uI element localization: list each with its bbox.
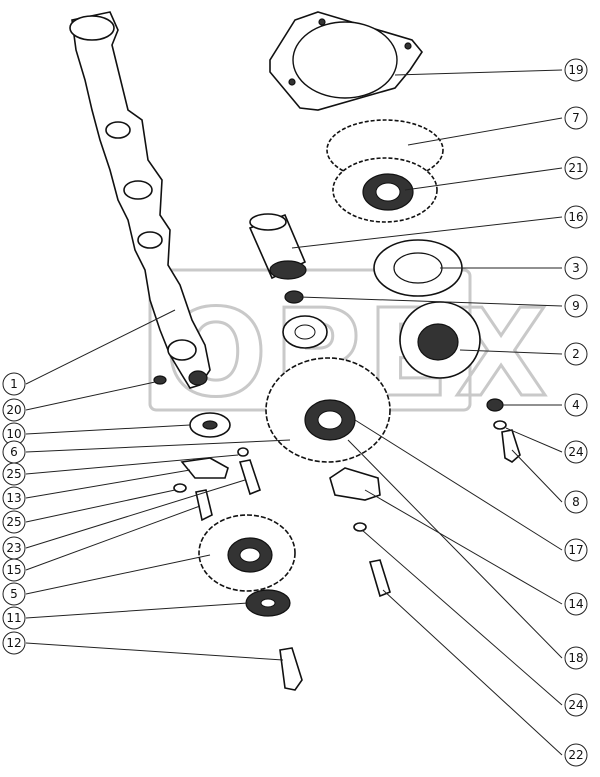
callout-circle: [2, 372, 26, 396]
bushing-part-16: [248, 213, 307, 280]
callout-c2: 2: [564, 342, 588, 366]
callout-circle: [2, 462, 26, 486]
callout-c24a: 24: [564, 440, 588, 464]
callout-label: 25: [6, 467, 21, 481]
callout-label: 4: [572, 398, 580, 412]
callout-c24b: 24: [564, 693, 588, 717]
callout-c7: 7: [564, 106, 588, 130]
callout-circle: [2, 486, 26, 510]
callout-c22: 22: [564, 743, 588, 767]
callout-circle: [2, 606, 26, 630]
callout-c16: 16: [564, 205, 588, 229]
callout-c25a: 25: [2, 462, 26, 486]
ring-plate-part-3: [373, 239, 463, 297]
gear-part-7: [326, 119, 444, 223]
callout-c19: 19: [564, 58, 588, 82]
callout-label: 17: [568, 543, 583, 557]
callout-circle: [564, 156, 588, 180]
callout-circle: [564, 490, 588, 514]
callout-label: 7: [572, 111, 580, 125]
callout-label: 10: [6, 427, 21, 441]
callout-circle: [564, 743, 588, 767]
callout-c4: 4: [564, 393, 588, 417]
callout-circle: [2, 582, 26, 606]
callout-label: 19: [568, 63, 583, 77]
washer-part-11: [245, 589, 291, 617]
callout-c8: 8: [564, 490, 588, 514]
callout-c20: 20: [2, 398, 26, 422]
callout-label: 3: [572, 261, 580, 275]
callout-label: 16: [568, 210, 583, 224]
callout-circle: [564, 58, 588, 82]
gear-part-17: [265, 357, 391, 463]
callout-circle: [564, 592, 588, 616]
callout-label: 21: [568, 161, 583, 175]
callout-label: 9: [572, 299, 580, 313]
callout-c10: 10: [2, 422, 26, 446]
washer-part: [282, 315, 328, 349]
callout-label: 15: [6, 563, 21, 577]
callout-circle: [2, 558, 26, 582]
callout-label: 1: [10, 377, 18, 391]
callout-circle: [564, 538, 588, 562]
callout-c17: 17: [564, 538, 588, 562]
callout-c14: 14: [564, 592, 588, 616]
callout-label: 25: [6, 515, 21, 529]
callout-circle: [2, 510, 26, 534]
callout-label: 20: [6, 403, 21, 417]
callout-label: 2: [572, 347, 580, 361]
callout-c15: 15: [2, 558, 26, 582]
callout-label: 24: [568, 445, 583, 459]
callout-circle: [564, 256, 588, 280]
bolt-part-12: [279, 647, 303, 691]
callout-c3: 3: [564, 256, 588, 280]
callout-label: 18: [568, 651, 583, 665]
callout-circle: [2, 398, 26, 422]
callout-circle: [564, 440, 588, 464]
callout-c18: 18: [564, 646, 588, 670]
lock-plate-part-14: [329, 467, 381, 501]
callout-label: 5: [10, 587, 18, 601]
callout-label: 22: [568, 748, 583, 762]
callout-c21: 21: [564, 156, 588, 180]
callout-circle: [2, 631, 26, 655]
callout-label: 8: [572, 495, 580, 509]
callout-label: 14: [568, 597, 583, 611]
callout-circle: [564, 294, 588, 318]
callout-circle: [564, 342, 588, 366]
leader-lines: [25, 69, 563, 756]
callout-circle: [564, 693, 588, 717]
callout-label: 23: [6, 541, 21, 555]
small-parts-left: [153, 375, 261, 522]
callout-label: 6: [10, 445, 18, 459]
callout-circle: [564, 646, 588, 670]
callout-label: 11: [6, 611, 21, 625]
callout-c1: 1: [2, 372, 26, 396]
callout-label: 12: [6, 636, 21, 650]
callouts: 1972116392424817141824221201062513252315…: [2, 58, 588, 767]
callout-c6: 6: [2, 440, 26, 464]
callout-c9: 9: [564, 294, 588, 318]
callout-c25b: 25: [2, 510, 26, 534]
hub-part-2: [399, 301, 481, 379]
callout-c11: 11: [2, 606, 26, 630]
fasteners-lower: [353, 522, 391, 598]
gasket-part: [269, 11, 423, 111]
callout-c5: 5: [2, 582, 26, 606]
callout-circle: [564, 106, 588, 130]
callout-circle: [564, 205, 588, 229]
callout-circle: [564, 393, 588, 417]
callout-c23: 23: [2, 536, 26, 560]
callout-label: 24: [568, 698, 583, 712]
gear-part-5: [198, 514, 296, 592]
callout-c12: 12: [2, 631, 26, 655]
callout-c13: 13: [2, 486, 26, 510]
callout-label: 13: [6, 491, 21, 505]
camshaft-part: [69, 11, 211, 389]
